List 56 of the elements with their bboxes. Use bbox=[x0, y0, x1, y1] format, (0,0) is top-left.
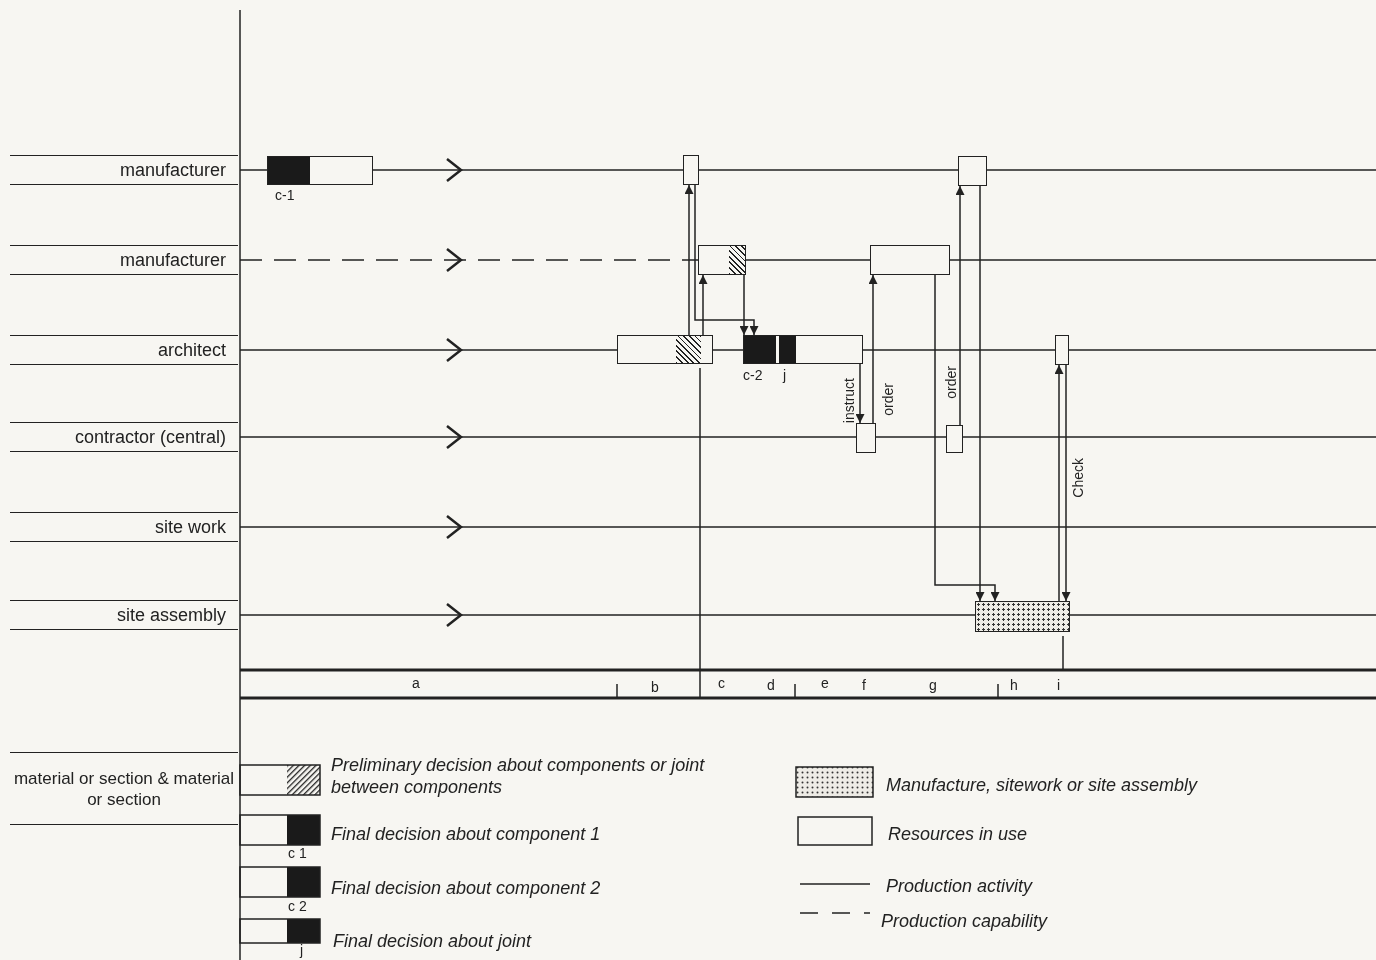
phase-letter: a bbox=[412, 676, 420, 691]
resource-bar bbox=[1055, 335, 1069, 365]
arrow bbox=[934, 274, 1000, 602]
lane-label: site work bbox=[10, 512, 238, 542]
resource-bar bbox=[856, 423, 876, 453]
arrow bbox=[739, 274, 749, 336]
lane-label: architect bbox=[10, 335, 238, 365]
arrow bbox=[975, 185, 985, 602]
resource-bar bbox=[267, 156, 373, 185]
legend-text: Final decision about component 2 bbox=[331, 877, 601, 899]
lane-label: manufacturer bbox=[10, 245, 238, 275]
resource-bar bbox=[946, 425, 963, 453]
bar-caption: c-2 bbox=[743, 368, 763, 383]
edge-label: order bbox=[944, 366, 958, 399]
resource-bar bbox=[683, 155, 699, 185]
legend-text: Final decision about component 1 bbox=[331, 823, 601, 845]
legend-text: Production activity bbox=[886, 875, 1033, 897]
lane-label: site assembly bbox=[10, 600, 238, 630]
edge-label: instruct bbox=[842, 378, 856, 424]
legend-text: Manufacture, sitework or site assembly bbox=[886, 774, 1198, 796]
arrow bbox=[1054, 364, 1064, 602]
sample-caption: c 1 bbox=[288, 846, 307, 861]
sample-caption: c 2 bbox=[288, 899, 307, 914]
legend-text: Production capability bbox=[881, 910, 1048, 932]
lane-label: contractor (central) bbox=[10, 422, 238, 452]
resource-bar bbox=[870, 245, 950, 275]
phase-letter: c bbox=[718, 676, 725, 691]
phase-letter: h bbox=[1010, 678, 1018, 693]
phase-letter: d bbox=[767, 678, 775, 693]
sample-caption: j bbox=[300, 943, 304, 958]
resource-bar bbox=[958, 156, 987, 186]
phase-letter: b bbox=[651, 680, 659, 695]
legend-text: Resources in use bbox=[888, 823, 1028, 845]
edge-label: Check bbox=[1071, 458, 1085, 498]
phase-letter: i bbox=[1057, 678, 1061, 693]
arrow bbox=[955, 185, 965, 426]
resource-bar bbox=[975, 601, 1070, 632]
arrow bbox=[1061, 364, 1071, 602]
phase-letter: f bbox=[862, 678, 866, 693]
bar-caption: c-1 bbox=[275, 188, 295, 203]
arrow bbox=[698, 274, 708, 336]
legend-text: Preliminary decision about components or joint between components bbox=[331, 754, 706, 798]
resource-bar bbox=[743, 335, 863, 364]
bar-caption: j bbox=[783, 368, 787, 383]
resource-bar bbox=[617, 335, 713, 364]
legend-row-label: material or section & material or section bbox=[10, 752, 238, 825]
edge-label: order bbox=[881, 383, 895, 416]
arrow bbox=[868, 274, 878, 424]
phase-letter: g bbox=[929, 678, 937, 693]
arrow bbox=[694, 184, 759, 336]
arrow bbox=[684, 184, 694, 336]
legend-text: Final decision about joint bbox=[333, 930, 532, 952]
resource-bar bbox=[698, 245, 746, 275]
arrow bbox=[855, 363, 865, 424]
phase-letter: e bbox=[821, 676, 829, 691]
lane-label: manufacturer bbox=[10, 155, 238, 185]
